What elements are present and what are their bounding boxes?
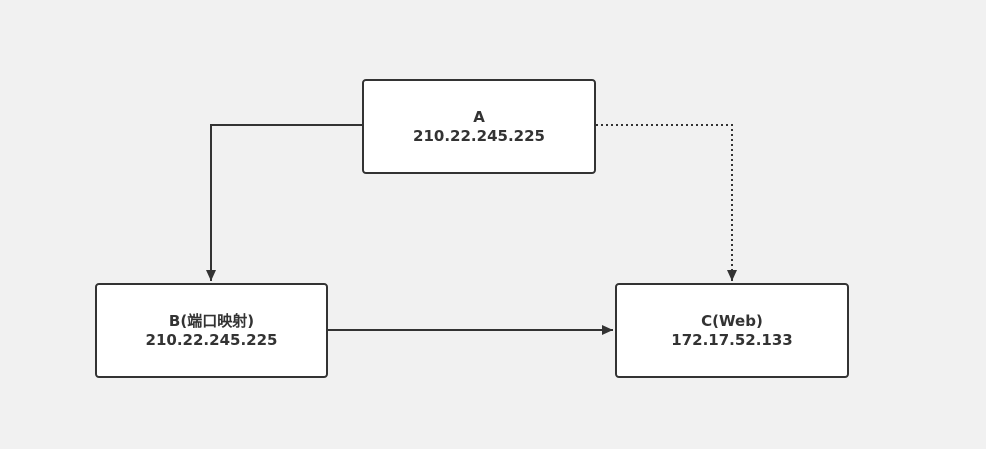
node-c[interactable]: C(Web) 172.17.52.133 (615, 283, 849, 378)
node-a[interactable]: A 210.22.245.225 (362, 79, 596, 174)
node-a-ip: 210.22.245.225 (413, 126, 545, 145)
node-b-title: B(端口映射) (168, 311, 255, 330)
node-b[interactable]: B(端口映射) 210.22.245.225 (95, 283, 328, 378)
node-a-title: A (473, 107, 485, 126)
node-b-ip: 210.22.245.225 (145, 330, 278, 349)
edge-a-to-c (596, 124, 737, 281)
edge-a-to-b (206, 124, 363, 281)
node-c-title: C(Web) (701, 311, 763, 330)
node-c-ip: 172.17.52.133 (671, 330, 793, 349)
